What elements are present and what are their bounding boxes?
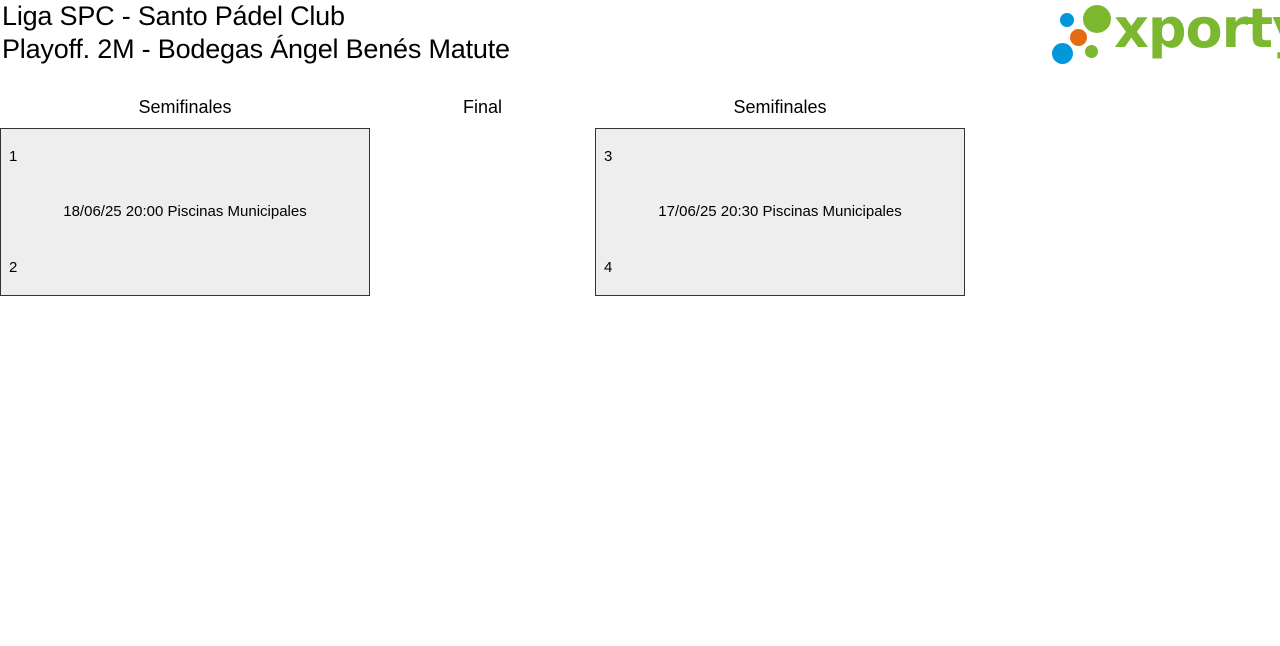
match-schedule: 18/06/25 20:00 Piscinas Municipales (63, 203, 307, 220)
xporty-logo: xporty (1050, 0, 1280, 67)
logo-dot-orange (1070, 29, 1087, 46)
logo-dot-blue-small (1060, 13, 1074, 27)
team-seed-bottom: 2 (9, 259, 18, 276)
team-seed-top: 3 (604, 148, 613, 165)
team-seed-top: 1 (9, 148, 18, 165)
logo-dot-blue-large (1052, 43, 1073, 64)
match-schedule: 17/06/25 20:30 Piscinas Municipales (658, 203, 902, 220)
team-seed-bottom: 4 (604, 259, 613, 276)
column-title-final: Final (462, 97, 502, 117)
playoff-subtitle: Playoff. 2M - Bodegas Ángel Benés Matute (2, 34, 510, 64)
match-card-semifinal-2[interactable]: 3 17/06/25 20:30 Piscinas Municipales 4 (595, 128, 965, 296)
logo-dot-green-small (1085, 45, 1098, 58)
page-header: Liga SPC - Santo Pádel Club Playoff. 2M … (2, 0, 510, 66)
column-title-semifinals-left: Semifinales (138, 97, 232, 117)
logo-dot-green-large (1083, 5, 1111, 33)
column-title-semifinals-right: Semifinales (733, 97, 827, 117)
league-title: Liga SPC - Santo Pádel Club (2, 1, 345, 31)
logo-wordmark: xporty (1114, 0, 1280, 60)
match-card-semifinal-1[interactable]: 1 18/06/25 20:00 Piscinas Municipales 2 (0, 128, 370, 296)
